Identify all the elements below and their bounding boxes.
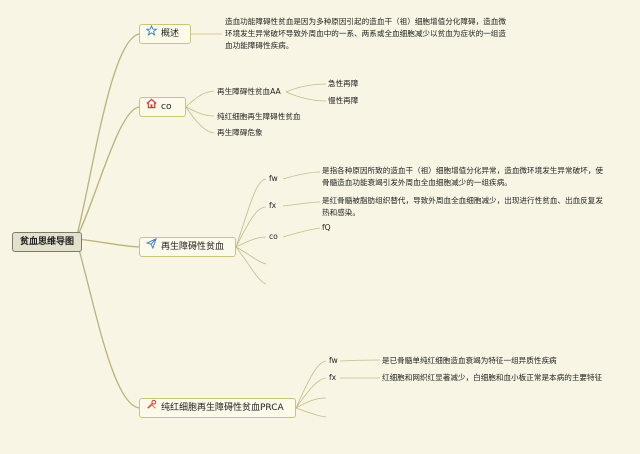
prca-fx-text: 红细胞和网织红显著减少，白细胞和血小板正常是本病的主要特征 — [382, 373, 603, 382]
aa-co-label[interactable]: co — [269, 232, 278, 241]
aa-fx-text: 是红骨髓被脂肪组织替代，导致外周血全血细胞减少，出现进行性贫血、出血反复发热和感… — [322, 196, 603, 217]
node-gaishu-label: 概述 — [161, 29, 180, 39]
aa-co-child[interactable]: fQ — [322, 223, 331, 232]
aa-fx-label[interactable]: fx — [269, 201, 277, 210]
prca-fw-label[interactable]: fw — [329, 356, 338, 365]
node-aa[interactable]: 再生障碍性贫血 — [139, 237, 236, 257]
star-icon — [145, 24, 159, 42]
co-child-prca[interactable]: 纯红细胞再生障碍性贫血 — [217, 112, 301, 121]
prca-fw-text: 是已骨髓单纯红细胞造血衰竭为特征一组异质性疾病 — [382, 356, 557, 365]
node-co-label: co — [161, 102, 172, 112]
aa-fw-text: 是指各种原因所致的造血干（祖）细胞增值分化异常，造血微环境发生异常破坏，使骨髓造… — [322, 166, 603, 187]
prca-fx-label[interactable]: fx — [329, 373, 337, 382]
co-child-crisis[interactable]: 再生障碍危象 — [217, 128, 263, 137]
send-icon — [145, 238, 159, 255]
node-aa-label: 再生障碍性贫血 — [161, 242, 225, 252]
root-node[interactable]: 贫血思维导图 — [12, 232, 83, 252]
co-aa-acute[interactable]: 急性再障 — [328, 79, 359, 88]
node-prca[interactable]: 纯红细胞再生障碍性贫血PRCA — [139, 398, 296, 418]
node-co[interactable]: co — [139, 97, 186, 117]
co-child-aa[interactable]: 再生障碍性贫血AA — [217, 87, 281, 96]
co-aa-chronic[interactable]: 慢性再障 — [328, 96, 359, 105]
node-gaishu[interactable]: 概述 — [139, 24, 191, 44]
home-icon — [146, 98, 159, 115]
node-prca-label: 纯红细胞再生障碍性贫血PRCA — [161, 403, 284, 413]
aa-fw-label[interactable]: fw — [269, 174, 278, 183]
gaishu-description: 造血功能障碍性贫血是因为多种原因引起的造血干（祖）细胞增值分化障碍，造血微环境发… — [225, 17, 506, 50]
tools-icon — [146, 399, 159, 416]
